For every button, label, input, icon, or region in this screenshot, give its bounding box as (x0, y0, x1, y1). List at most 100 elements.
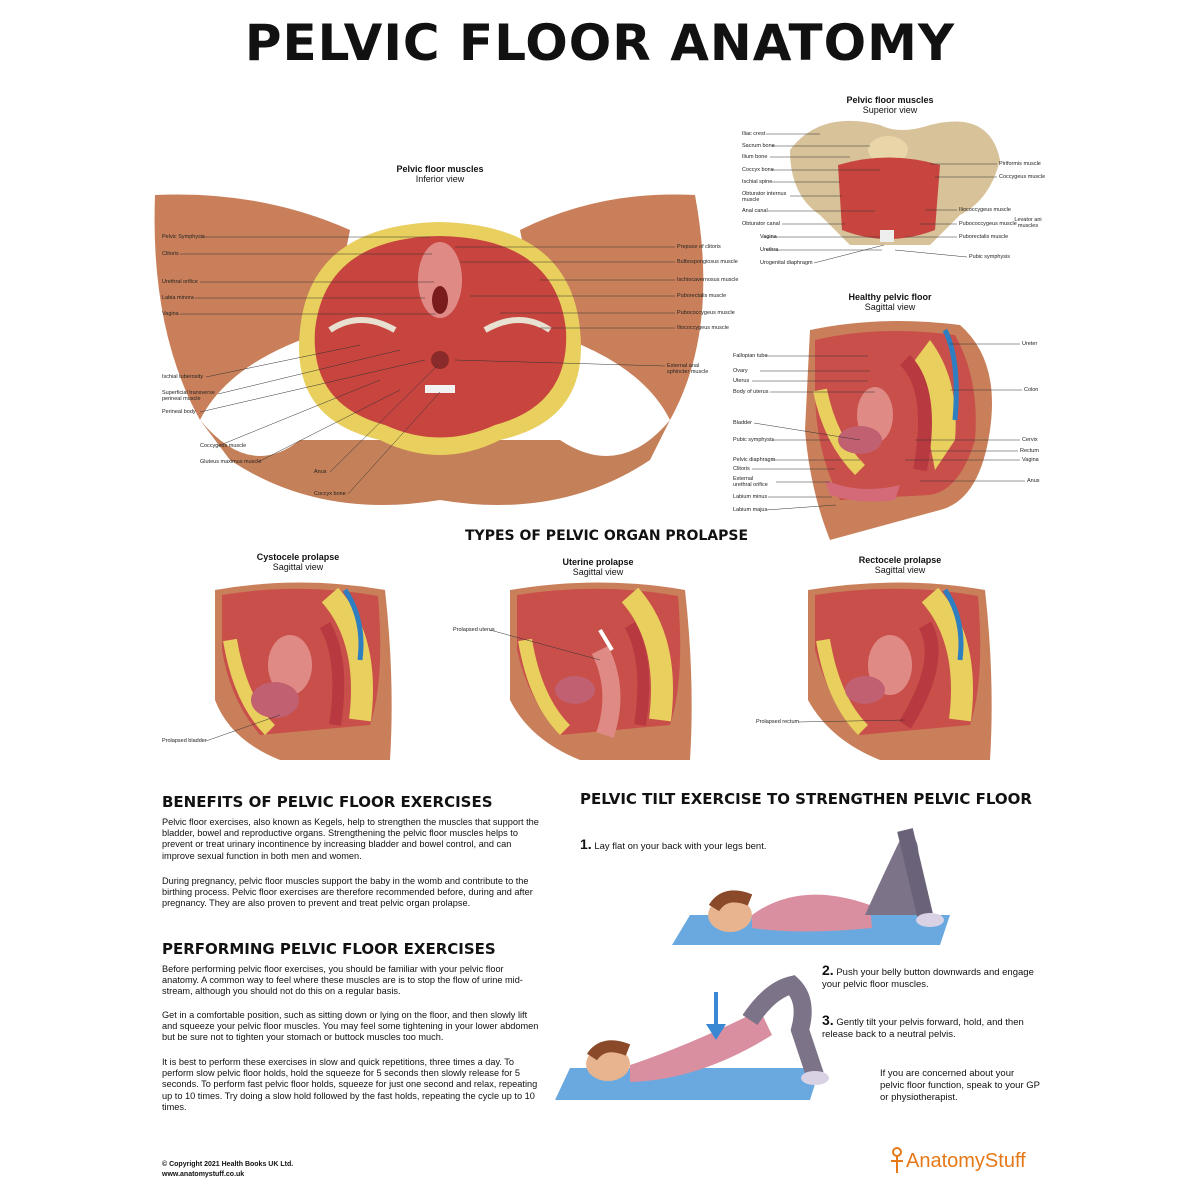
uterine-illustration (510, 582, 692, 760)
website-url[interactable]: www.anatomystuff.co.uk (162, 1171, 245, 1178)
tilt-step-3-text: Gently tilt your pelvis forward, hold, a… (822, 1017, 1024, 1040)
label-iliococcygeus-sup: Iliococcygeus muscle (959, 207, 1011, 213)
performing-paragraph-1: Before performing pelvic floor exercises… (162, 964, 523, 997)
anatomystuff-logo[interactable]: AnatomyStuff (906, 1150, 1026, 1172)
anatomystuff-logo-icon (888, 1145, 906, 1175)
label-prolapsed-rectum: Prolapsed rectum (756, 719, 800, 725)
label-pubic-symphysis-sup: Pubic symphysis (969, 254, 1010, 260)
label-anus: Anus (314, 469, 327, 475)
label-labia-minora: Labia minora (162, 295, 194, 301)
label-vagina-sup: Vagina (760, 234, 777, 240)
benefits-paragraph-2: During pregnancy, pelvic floor muscles s… (162, 876, 533, 909)
label-anus-h: Anus (1027, 478, 1040, 484)
label-clitoris: Clitoris (162, 251, 179, 257)
uterine-caption: Uterine prolapse Sagittal view (538, 557, 658, 577)
label-obturator-internus: Obturator internus muscle (742, 191, 787, 203)
healthy-caption-title: Healthy pelvic floor (848, 292, 932, 302)
label-perineal-body: Perineal body (162, 409, 196, 415)
inferior-caption-sub: Inferior view (415, 174, 465, 184)
label-coccygeus-sup: Coccygeus muscle (999, 174, 1046, 180)
label-colon: Colon (1024, 387, 1039, 393)
label-pubic-symphysis-h: Pubic symphysis (733, 437, 774, 443)
label-ischial-tuberosity: Ischial tuberosity (162, 374, 203, 380)
cystocele-sub: Sagittal view (272, 562, 324, 572)
label-gluteus: Gluteus maximus muscle (200, 459, 262, 465)
tilt-step-1: 1. Lay flat on your back with your legs … (580, 836, 880, 853)
label-ischiocavernosus: Ischiocavernosus muscle (677, 277, 739, 283)
label-superficial-transverse: Superficial transverse perineal muscle (162, 390, 215, 402)
label-vagina: Vagina (162, 311, 179, 317)
label-coccygeus: Coccygeus muscle (200, 443, 247, 449)
rectocele-caption: Rectocele prolapse Sagittal view (840, 555, 960, 575)
label-coccyx-bone-sup: Coccyx bone (742, 167, 774, 173)
prolapse-heading: TYPES OF PELVIC ORGAN PROLAPSE (465, 528, 749, 544)
label-ovary: Ovary (733, 368, 748, 374)
label-pubococcygeus-sup: Pubococcygeus muscle (959, 221, 1017, 227)
label-uterus: Uterus (733, 378, 750, 384)
cystocele-illustration (215, 582, 392, 760)
tilt-step-2-number: 2. (822, 962, 834, 978)
label-urethral-orifice: Urethral orifice (162, 279, 198, 285)
label-external-urethral-orifice: External urethral orifice (733, 476, 768, 488)
label-pelvic-symphysis: Pelvic Symphysis (162, 234, 205, 240)
rectocele-sub: Sagittal view (874, 565, 926, 575)
uterine-sub: Sagittal view (572, 567, 624, 577)
label-piriformis: Piriformis muscle (999, 161, 1041, 167)
healthy-caption-sub: Sagittal view (864, 302, 916, 312)
tilt-step-3-number: 3. (822, 1012, 834, 1028)
exercise-figure-1 (672, 828, 950, 945)
label-levator-ani: Levator ani muscles (1014, 217, 1042, 229)
label-prepuce: Prepuce of clitoris (677, 244, 721, 250)
label-ureter: Ureter (1022, 341, 1038, 347)
label-prolapsed-uterus: Prolapsed uterus (453, 627, 495, 633)
label-urethra-sup: Urethra (760, 247, 779, 253)
label-bulbospongiosus: Bulbospongiosus muscle (677, 259, 738, 265)
label-ilium: Ilium bone (742, 154, 768, 160)
copyright-text: © Copyright 2021 Health Books UK Ltd. (162, 1161, 294, 1168)
superior-caption-sub: Superior view (862, 105, 918, 115)
label-fallopian-tube: Fallopian tube (733, 353, 768, 359)
rectocele-illustration (808, 582, 992, 760)
label-body-of-uterus: Body of uterus (733, 389, 769, 395)
inferior-caption: Pelvic floor muscles Inferior view (380, 164, 500, 184)
label-puborectalis-sup: Puborectalis muscle (959, 234, 1009, 240)
label-sacrum: Sacrum bone (742, 143, 775, 149)
label-labium-majus: Labium majus (733, 507, 768, 513)
tilt-step-2-text: Push your belly button downwards and eng… (822, 967, 1034, 990)
label-iliococcygeus: Iliococcygeus muscle (677, 325, 729, 331)
inferior-caption-title: Pelvic floor muscles (396, 164, 484, 174)
label-bladder: Bladder (733, 420, 752, 426)
tilt-step-1-number: 1. (580, 836, 592, 852)
tilt-heading: PELVIC TILT EXERCISE TO STRENGTHEN PELVI… (580, 790, 1032, 808)
tilt-step-1-text: Lay flat on your back with your legs ben… (594, 841, 767, 852)
cystocele-title: Cystocele prolapse (256, 552, 340, 562)
page-title: PELVIC FLOOR ANATOMY (244, 14, 956, 72)
label-pubococcygeus: Pubococcygeus muscle (677, 310, 735, 316)
label-puborectalis: Puborectalis muscle (677, 293, 727, 299)
label-prolapsed-bladder: Prolapsed bladder (162, 738, 207, 744)
label-pelvic-diaphragm: Pelvic diaphragm (733, 457, 776, 463)
tilt-note: If you are concerned about your pelvic f… (880, 1068, 1040, 1103)
label-vagina-h: Vagina (1022, 457, 1039, 463)
label-cervix: Cervix (1022, 437, 1038, 443)
superior-caption: Pelvic floor muscles Superior view (830, 95, 950, 115)
superior-caption-title: Pelvic floor muscles (846, 95, 934, 105)
benefits-heading: BENEFITS OF PELVIC FLOOR EXERCISES (162, 793, 493, 811)
benefits-paragraph-1: Pelvic floor exercises, also known as Ke… (162, 817, 539, 861)
label-external-anal-sphincter: External anal sphincter muscle (667, 363, 709, 375)
uterine-title: Uterine prolapse (562, 557, 634, 567)
label-rectum: Rectum (1020, 448, 1039, 454)
exercise-figure-2 (555, 975, 829, 1100)
healthy-caption: Healthy pelvic floor Sagittal view (830, 292, 950, 312)
performing-paragraph-2: Get in a comfortable position, such as s… (162, 1010, 539, 1043)
label-urogenital-diaphragm: Urogenital diaphragm (760, 260, 813, 266)
performing-heading: PERFORMING PELVIC FLOOR EXERCISES (162, 940, 496, 958)
